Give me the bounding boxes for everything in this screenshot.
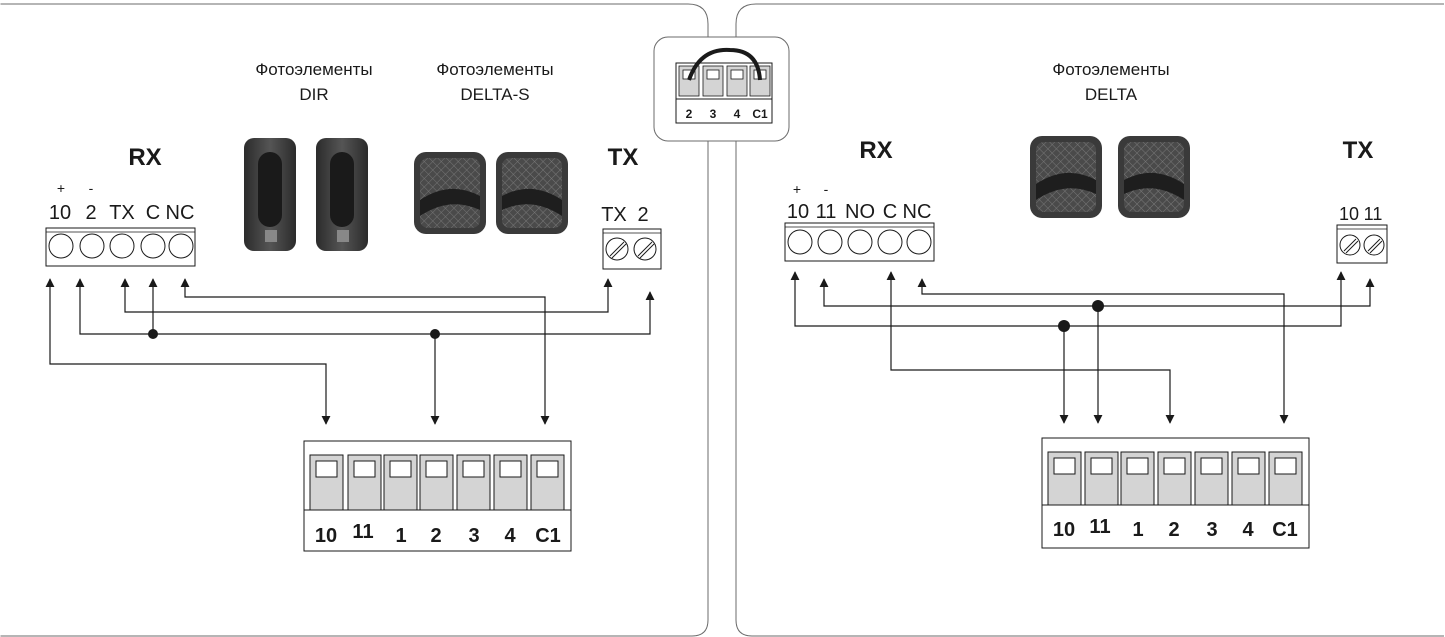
rx-terminal-label: 11 bbox=[816, 201, 837, 223]
jumper-wire bbox=[687, 47, 762, 81]
rx-terminal-label: NO bbox=[845, 201, 875, 223]
tx-title: TX bbox=[608, 144, 639, 171]
tx-terminal-label: 10 bbox=[1339, 204, 1359, 224]
rx-plus-mark: + bbox=[57, 180, 65, 196]
board-terminal-label: 2 bbox=[1168, 519, 1179, 541]
board-terminal-label: 1 bbox=[1132, 519, 1143, 541]
right-panel-frame bbox=[735, 3, 1444, 637]
board-terminal-label: C1 bbox=[535, 525, 561, 547]
photocell-dir-icon bbox=[244, 138, 368, 251]
photo-delta-label-line2: DELTA bbox=[1085, 85, 1138, 104]
board-terminal-label: 3 bbox=[468, 525, 479, 547]
board-terminal-label: 10 bbox=[1053, 519, 1075, 541]
left-wiring bbox=[45, 278, 655, 425]
rx-title: RX bbox=[859, 137, 892, 164]
rx-terminal-label: 10 bbox=[49, 202, 71, 224]
left-panel-frame bbox=[0, 3, 709, 637]
rx-terminal-label: NC bbox=[903, 201, 932, 223]
rx-terminal-label: NC bbox=[166, 202, 195, 224]
jumper-terminal-label: 2 bbox=[686, 107, 693, 121]
board-terminal-label: 2 bbox=[430, 525, 441, 547]
board-terminal-label: 1 bbox=[395, 525, 406, 547]
board-terminal-label: 11 bbox=[1089, 516, 1110, 538]
board-terminal-block bbox=[303, 440, 572, 552]
photo-delta-label-line1: Фотоэлементы bbox=[1052, 60, 1169, 79]
right-wiring bbox=[790, 271, 1375, 424]
rx-terminal-label: TX bbox=[109, 202, 135, 224]
board-terminal-label: 11 bbox=[352, 521, 373, 543]
rx-terminal-block bbox=[784, 222, 935, 262]
tx-title: TX bbox=[1343, 137, 1374, 164]
board-terminal-label: 10 bbox=[315, 525, 337, 547]
rx-title: RX bbox=[128, 144, 161, 171]
rx-terminal-label: C bbox=[883, 201, 897, 223]
rx-minus-mark: - bbox=[824, 181, 829, 197]
jumper-inset: 2 3 4 C1 bbox=[653, 36, 790, 142]
right-panel: Фотоэлементы DELTA RX TX + - 10 11 NO C … bbox=[784, 60, 1388, 549]
jumper-terminal-label: 3 bbox=[710, 107, 717, 121]
photocell-delta-s-icon bbox=[414, 152, 568, 234]
board-terminal-block bbox=[1041, 437, 1310, 549]
photo-dir-label-line1: Фотоэлементы bbox=[255, 60, 372, 79]
jumper-terminal-label: 4 bbox=[734, 107, 741, 121]
rx-plus-mark: + bbox=[793, 181, 801, 197]
tx-terminal-label: 11 bbox=[1364, 204, 1383, 224]
board-terminal-label: C1 bbox=[1272, 519, 1298, 541]
board-terminal-label: 4 bbox=[1242, 519, 1254, 541]
photo-dir-label-line2: DIR bbox=[299, 85, 328, 104]
jumper-terminal-label: C1 bbox=[752, 107, 768, 121]
rx-terminal-label: C bbox=[146, 202, 160, 224]
tx-terminal-block bbox=[1336, 224, 1388, 264]
tx-terminal-label: 2 bbox=[637, 204, 648, 226]
rx-terminal-block bbox=[45, 227, 196, 267]
tx-terminal-block bbox=[602, 228, 662, 270]
rx-terminal-label: 2 bbox=[85, 202, 96, 224]
photocell-delta-icon bbox=[1030, 136, 1190, 218]
board-terminal-label: 3 bbox=[1206, 519, 1217, 541]
rx-terminal-label: 10 bbox=[787, 201, 809, 223]
rx-minus-mark: - bbox=[89, 180, 94, 196]
photo-delta-s-label-line1: Фотоэлементы bbox=[436, 60, 553, 79]
photo-delta-s-label-line2: DELTA-S bbox=[460, 85, 529, 104]
board-terminal-label: 4 bbox=[504, 525, 516, 547]
left-panel: Фотоэлементы DIR Фотоэлементы DELTA-S RX… bbox=[45, 60, 662, 552]
tx-terminal-label: TX bbox=[601, 204, 627, 226]
